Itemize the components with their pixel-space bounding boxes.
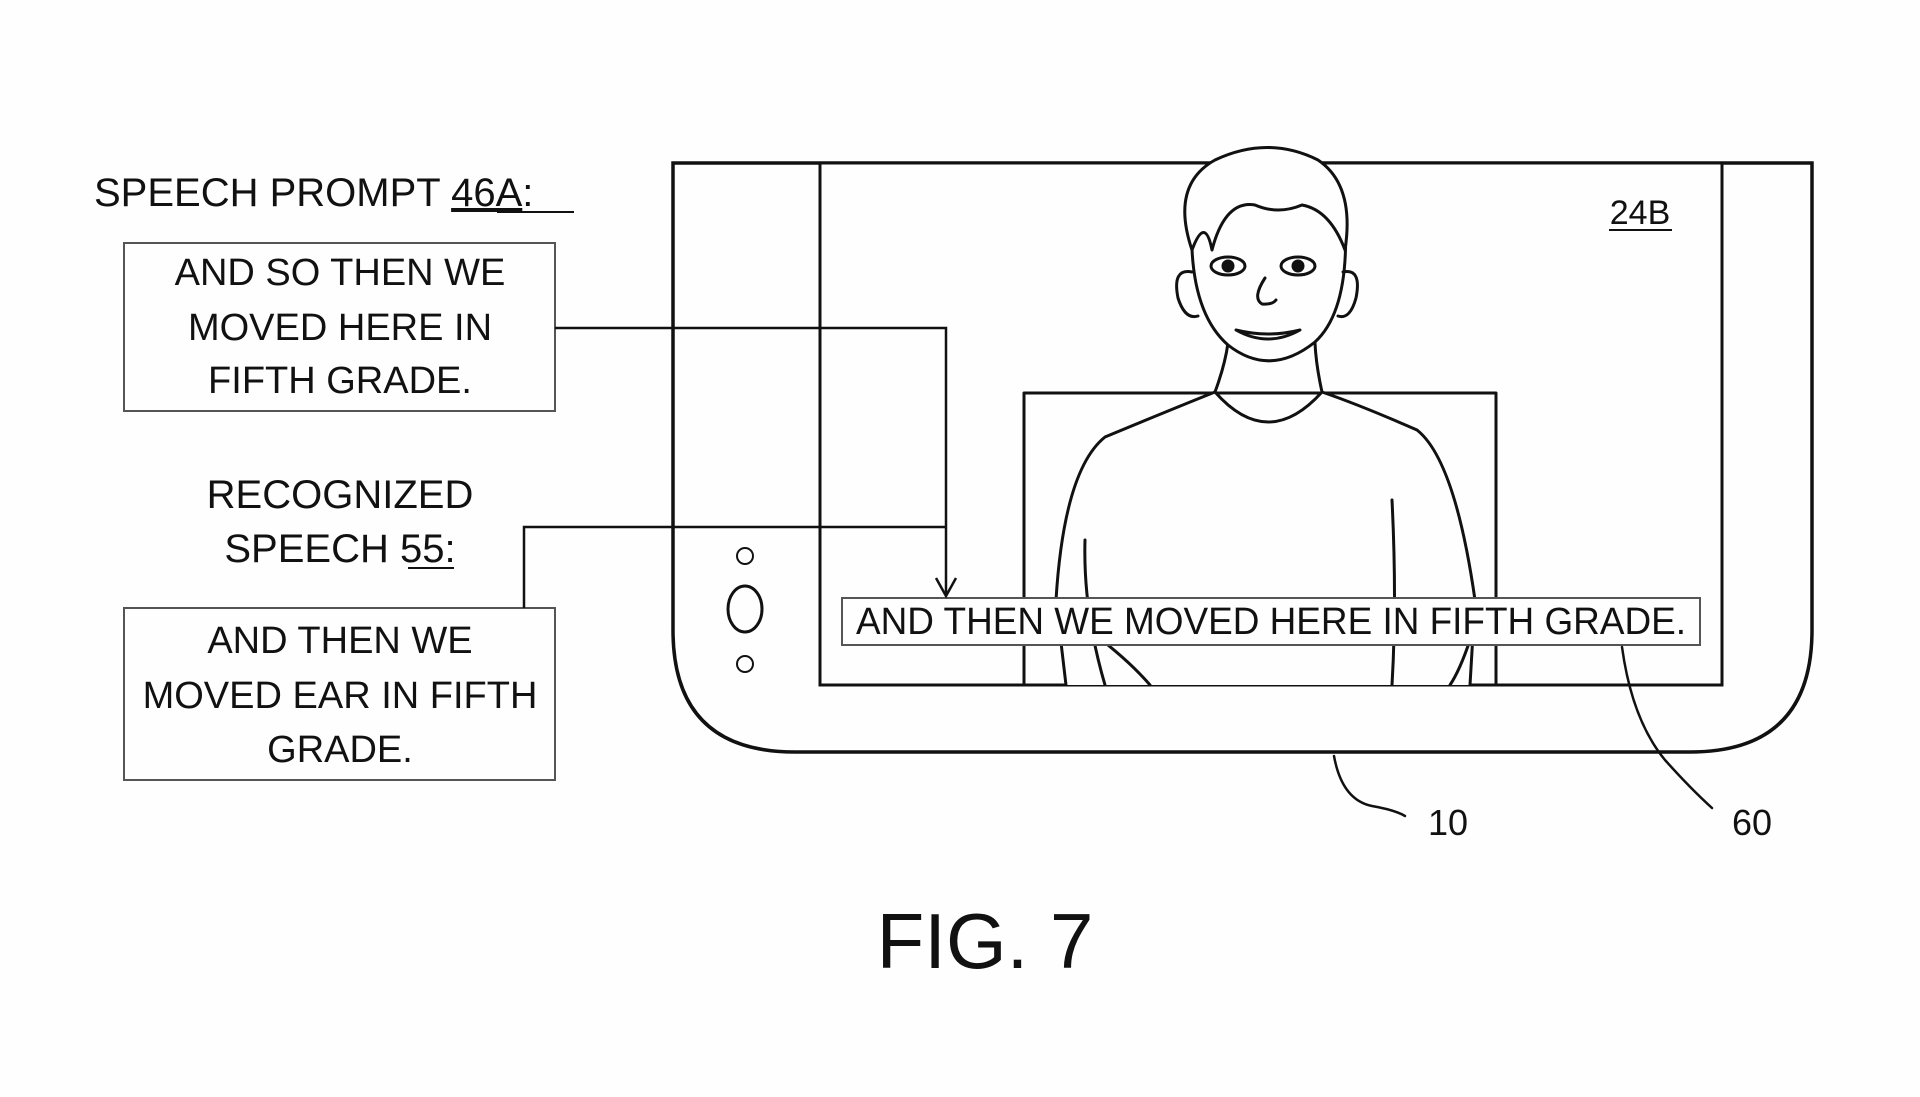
right-eye [1279,255,1317,277]
home-button-icon [726,584,764,634]
leader-60 [1620,645,1714,810]
speech-prompt-box [123,242,556,412]
sensor-dot-icon [736,655,754,673]
recognized-speech-line: MOVED EAR IN FIFTH [143,675,538,717]
sensor-dot-icon [736,547,754,565]
speech-prompt-line: FIFTH GRADE. [208,360,472,402]
recognized-speech-box [123,607,556,781]
prompt-connector [555,326,948,594]
mouth [1234,328,1302,341]
device-ref-label: 10 [1428,802,1468,843]
caption-box [841,597,1701,646]
speech-prompt-line: AND SO THEN WE [175,252,506,294]
recognized-speech-line: GRADE. [267,729,413,771]
caption-text: AND THEN WE MOVED HERE IN FIFTH GRADE. [856,601,1686,643]
connector-lines [522,326,958,608]
arrow-head-icon [934,577,958,599]
recognized-speech-line: AND THEN WE [207,620,472,662]
device-outline [671,161,1814,754]
speech-prompt-ref: 46A [451,171,522,215]
speech-prompt-label: SPEECH PROMPT 46A: [94,171,533,215]
caption-ref-label: 60 [1732,802,1772,843]
speech-prompt-line: MOVED HERE IN [188,307,492,349]
left-eye [1209,255,1247,277]
hair [1183,146,1349,252]
recognized-speech-label-line1: RECOGNIZED [207,473,474,517]
screen-ref-label: 24B [1610,194,1671,232]
reference-leaders [1332,645,1714,818]
recognized-speech-ref: 55 [400,527,445,571]
head [1190,216,1348,363]
leader-10 [1332,754,1407,818]
recognized-speech-label-line2: SPEECH 55: [224,527,455,571]
recognized-connector [522,525,946,608]
figure-label: FIG. 7 [877,897,1094,985]
